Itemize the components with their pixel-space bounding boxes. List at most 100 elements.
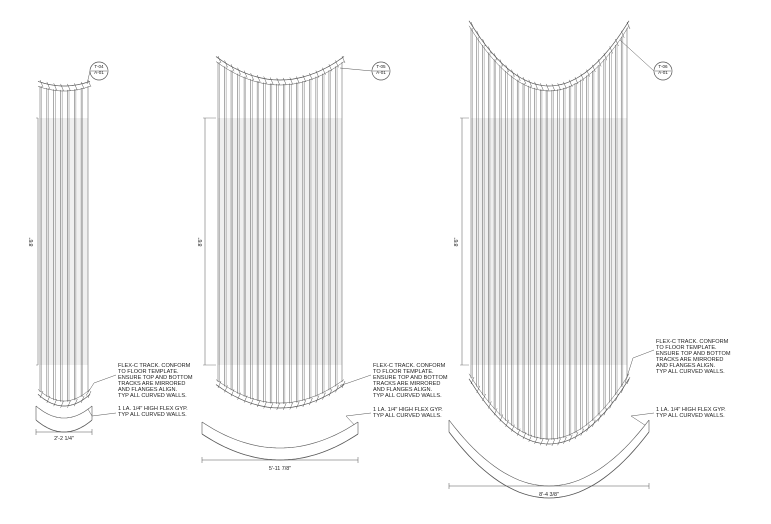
bottom-track-clip: [53, 399, 57, 407]
tag-t04-line2: A-01: [94, 70, 104, 75]
top-track-clip: [309, 72, 313, 81]
top-track-clip: [39, 79, 44, 88]
bottom-track-clip: [39, 390, 44, 399]
bottom-track-clip: [597, 414, 602, 422]
stud-field-shade: [218, 118, 342, 365]
top-track-clip: [67, 83, 71, 92]
bottom-track-clip: [217, 380, 222, 389]
top-track-clip: [568, 79, 573, 87]
top-track-clip: [493, 53, 498, 61]
bottom-track-clip: [551, 438, 556, 447]
svg-text:TRACKS ARE MIRRORED: TRACKS ARE MIRRORED: [373, 381, 440, 387]
top-track-clip: [516, 73, 521, 81]
bottom-track-clip: [499, 414, 504, 422]
section-tag-leader: [339, 67, 373, 72]
top-track-outer: [215, 56, 345, 81]
svg-text:TYP ALL CURVED WALLS.: TYP ALL CURVED WALLS.: [118, 393, 187, 399]
top-track-clip: [499, 59, 504, 67]
top-track-clip: [540, 83, 544, 91]
top-track-clip: [476, 30, 481, 38]
svg-text:TRACKS ARE MIRRORED: TRACKS ARE MIRRORED: [118, 381, 185, 387]
floor-template-inner: [448, 419, 650, 487]
top-track-clip: [237, 67, 241, 75]
bottom-track-clip: [603, 408, 608, 416]
bottom-track-clip: [505, 419, 509, 427]
top-track-clip: [250, 72, 254, 81]
floor-template-outer: [35, 419, 93, 433]
note-flex-track-t06: FLEX-C TRACK. CONFORM TO FLOOR TEMPLATE.…: [656, 339, 731, 375]
top-track-clip: [545, 83, 550, 92]
bottom-track-inner: [37, 389, 91, 402]
note-leader-plate: [630, 412, 655, 426]
bottom-track-clip: [263, 401, 267, 409]
top-track-clip: [580, 73, 585, 81]
top-track-outer: [37, 80, 91, 87]
svg-text:TYP ALL CURVED WALLS.: TYP ALL CURVED WALLS.: [373, 413, 442, 419]
bottom-track-clip: [516, 428, 521, 436]
top-track-clip: [230, 64, 235, 72]
top-track-inner: [468, 25, 630, 92]
bottom-track-clip: [289, 402, 294, 410]
bottom-track-clip: [568, 434, 573, 442]
height-dim-t06: 8'6": [454, 237, 460, 246]
bottom-track-clip: [586, 424, 590, 432]
top-track-clip: [620, 30, 625, 38]
bottom-track-clip: [522, 432, 527, 440]
top-track-inner: [37, 86, 91, 92]
bottom-track-clip: [328, 389, 333, 397]
bottom-track-clip: [615, 393, 619, 402]
bottom-track-clip: [237, 392, 241, 400]
bottom-track-clip: [626, 376, 631, 385]
bottom-track-clip: [302, 399, 307, 408]
bottom-track-clip: [243, 395, 248, 403]
bottom-track-clip: [230, 389, 235, 397]
tag-t06-line1: T-06: [658, 64, 668, 69]
top-track-clip: [615, 38, 619, 47]
bottom-track-clip: [60, 400, 64, 408]
top-track-clip: [74, 83, 78, 91]
top-track-clip: [263, 76, 267, 84]
bottom-track-clip: [488, 401, 492, 409]
tag-t04-line1: T-04: [94, 64, 104, 69]
svg-text:1 LA. 1/4" HIGH FLEX GYP.: 1 LA. 1/4" HIGH FLEX GYP.: [373, 407, 443, 413]
bottom-track-clip: [87, 390, 92, 399]
top-track-clip: [243, 70, 248, 78]
svg-text:AND FLANGES ALIGN.: AND FLANGES ALIGN.: [373, 387, 433, 393]
bottom-track-clip: [224, 385, 228, 393]
bottom-track-inner: [468, 373, 630, 440]
top-track-clip: [511, 69, 515, 77]
section-tag-leader: [619, 39, 655, 72]
svg-text:FLEX-C TRACK. CONFORM: FLEX-C TRACK. CONFORM: [118, 363, 191, 369]
top-track-clip: [53, 83, 57, 91]
top-track-clip: [609, 46, 613, 54]
bottom-track-outer: [215, 384, 345, 409]
floor-template-outer: [201, 433, 359, 461]
bottom-track-clip: [545, 438, 550, 447]
svg-text:1 LA. 1/4" HIGH FLEX GYP.: 1 LA. 1/4" HIGH FLEX GYP.: [656, 407, 726, 413]
curved-wall-t05: [201, 55, 391, 463]
height-dim-t04: 8'6": [29, 237, 35, 246]
top-track-clip: [597, 59, 602, 67]
note-leader-track: [339, 374, 372, 386]
bottom-track-inner: [215, 379, 345, 404]
tag-t06-line2: A-01: [658, 70, 668, 75]
top-track-clip: [296, 76, 300, 84]
top-track-clip: [603, 53, 608, 61]
height-dim-t05: 8'6": [198, 237, 204, 246]
top-track-clip: [488, 46, 492, 54]
top-track-clip: [534, 81, 538, 89]
bottom-track-clip: [67, 400, 71, 408]
floor-template-inner: [35, 405, 93, 419]
svg-text:TO FLOOR TEMPLATE.: TO FLOOR TEMPLATE.: [118, 369, 179, 375]
bottom-track-clip: [540, 438, 544, 446]
note-flex-gyp-t04: 1 LA. 1/4" HIGH FLEX GYP. TYP ALL CURVED…: [118, 406, 188, 418]
top-track-clip: [283, 77, 287, 86]
top-track-clip: [505, 64, 509, 72]
bottom-track-clip: [315, 395, 320, 403]
bottom-track-clip: [563, 436, 567, 444]
section-tag-leader: [86, 70, 91, 85]
top-track-clip: [87, 79, 92, 88]
curved-wall-t04: [35, 61, 117, 435]
note-leader-track: [85, 374, 117, 396]
